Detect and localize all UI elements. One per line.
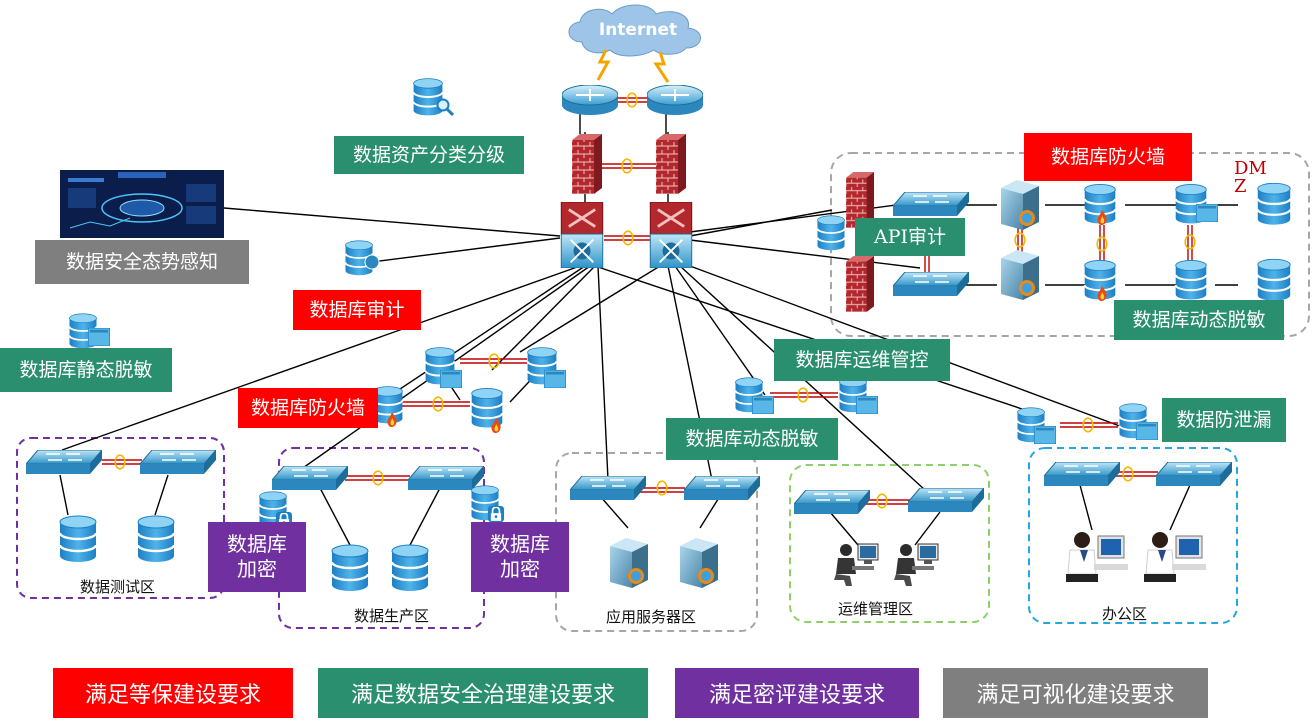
dlp-label: 数据防泄漏 — [1162, 398, 1286, 442]
link-icon — [1014, 232, 1026, 248]
router-icon — [647, 85, 703, 115]
database-icon — [330, 544, 370, 592]
db-firewall-dmz-label: 数据库防火墙 — [1024, 133, 1192, 181]
switch-icon — [893, 272, 969, 297]
switch-icon — [794, 490, 870, 515]
link-icon — [1184, 234, 1196, 250]
link-icon — [622, 230, 634, 246]
switch-icon — [272, 466, 348, 491]
mask-tag-icon — [856, 396, 878, 414]
static-masking-label: 数据库静态脱敏 — [0, 348, 172, 392]
legend-item: 满足数据安全治理建设要求 — [318, 668, 648, 718]
link-icon — [797, 387, 809, 403]
link-icon — [372, 470, 384, 486]
zone-test-box — [16, 437, 225, 599]
operator-icon — [893, 543, 939, 586]
zone-ops-box — [789, 464, 990, 623]
link-icon — [876, 493, 888, 509]
switch-icon — [408, 466, 484, 491]
zone-app-box — [555, 452, 758, 632]
office-user-icon — [1065, 531, 1129, 582]
firewall-icon — [656, 134, 686, 194]
zone-office-caption: 办公区 — [1102, 605, 1148, 623]
mask-tag-icon — [1034, 426, 1056, 444]
zone-office-box — [1028, 447, 1238, 624]
zone-ops-caption: 运维管理区 — [838, 600, 914, 618]
legend-item: 满足可视化建设要求 — [943, 668, 1208, 718]
asset-classification-label: 数据资产分类分级 — [334, 136, 524, 174]
mask-tag-icon — [88, 328, 110, 346]
link-icon — [621, 158, 633, 174]
core-switch-icon — [560, 202, 604, 268]
mask-tag-icon — [1136, 422, 1158, 440]
zone-test-caption: 数据测试区 — [80, 578, 156, 596]
switch-icon — [1156, 462, 1232, 487]
search-badge-icon — [364, 254, 380, 270]
mask-tag-icon — [440, 370, 462, 388]
link-icon — [488, 353, 500, 369]
database-icon — [1256, 258, 1292, 302]
router-icon — [562, 85, 618, 115]
link-icon — [1122, 466, 1134, 482]
api-audit-label: API审计 — [855, 218, 965, 256]
switch-icon — [570, 476, 646, 501]
link-icon — [1096, 236, 1108, 252]
lightning-icon — [653, 51, 670, 83]
zone-production-caption: 数据生产区 — [354, 607, 430, 625]
encryption-label: 数据库 加密 — [208, 522, 306, 592]
database-icon — [58, 515, 98, 563]
firewall-icon — [572, 134, 602, 194]
server-icon — [1001, 250, 1039, 300]
zone-app-caption: 应用服务器区 — [606, 608, 697, 626]
core-switch-icon — [649, 202, 693, 268]
mask-tag-icon — [752, 396, 774, 414]
db-audit-label: 数据库审计 — [293, 290, 421, 330]
mask-tag-icon — [1196, 204, 1218, 222]
dmz-label: DM Z — [1234, 158, 1267, 197]
legend-item: 满足等保建设要求 — [53, 668, 293, 718]
switch-icon — [1044, 462, 1120, 487]
internet-cloud: Internet — [568, 4, 701, 83]
db-firewall-label: 数据库防火墙 — [238, 388, 378, 428]
server-icon — [680, 538, 718, 588]
mask-tag-icon — [544, 370, 566, 388]
internet-label: Internet — [599, 20, 677, 40]
situation-awareness-label: 数据安全态势感知 — [35, 240, 249, 284]
dynamic-masking-dmz-label: 数据库动态脱敏 — [1114, 300, 1284, 340]
office-user-icon — [1143, 531, 1207, 582]
switch-icon — [893, 192, 969, 217]
database-icon — [390, 544, 430, 592]
database-icon — [412, 77, 444, 117]
database-icon — [1174, 259, 1208, 301]
database-icon — [816, 214, 846, 252]
encryption-label: 数据库 加密 — [471, 522, 569, 592]
switch-icon — [908, 488, 984, 513]
switch-icon — [26, 450, 102, 475]
ops-control-label: 数据库运维管控 — [774, 339, 950, 381]
switch-icon — [684, 476, 760, 501]
legend-item: 满足密评建设要求 — [675, 668, 919, 718]
link-icon — [1082, 417, 1094, 433]
encryption-label-text: 数据库 加密 — [227, 532, 287, 581]
dynamic-masking-label: 数据库动态脱敏 — [666, 418, 838, 460]
switch-icon — [140, 450, 216, 475]
link-icon — [114, 454, 126, 470]
link-icon — [432, 396, 444, 412]
link-icon — [626, 92, 638, 108]
encryption-label-text: 数据库 加密 — [490, 532, 550, 581]
dashboard-screen-icon — [60, 170, 224, 238]
zone-production-box — [278, 447, 485, 629]
firewall-icon — [846, 256, 874, 312]
database-icon — [136, 515, 176, 563]
operator-icon — [833, 543, 879, 586]
lightning-icon — [596, 49, 611, 81]
server-icon — [610, 538, 648, 588]
server-icon — [1001, 180, 1039, 230]
